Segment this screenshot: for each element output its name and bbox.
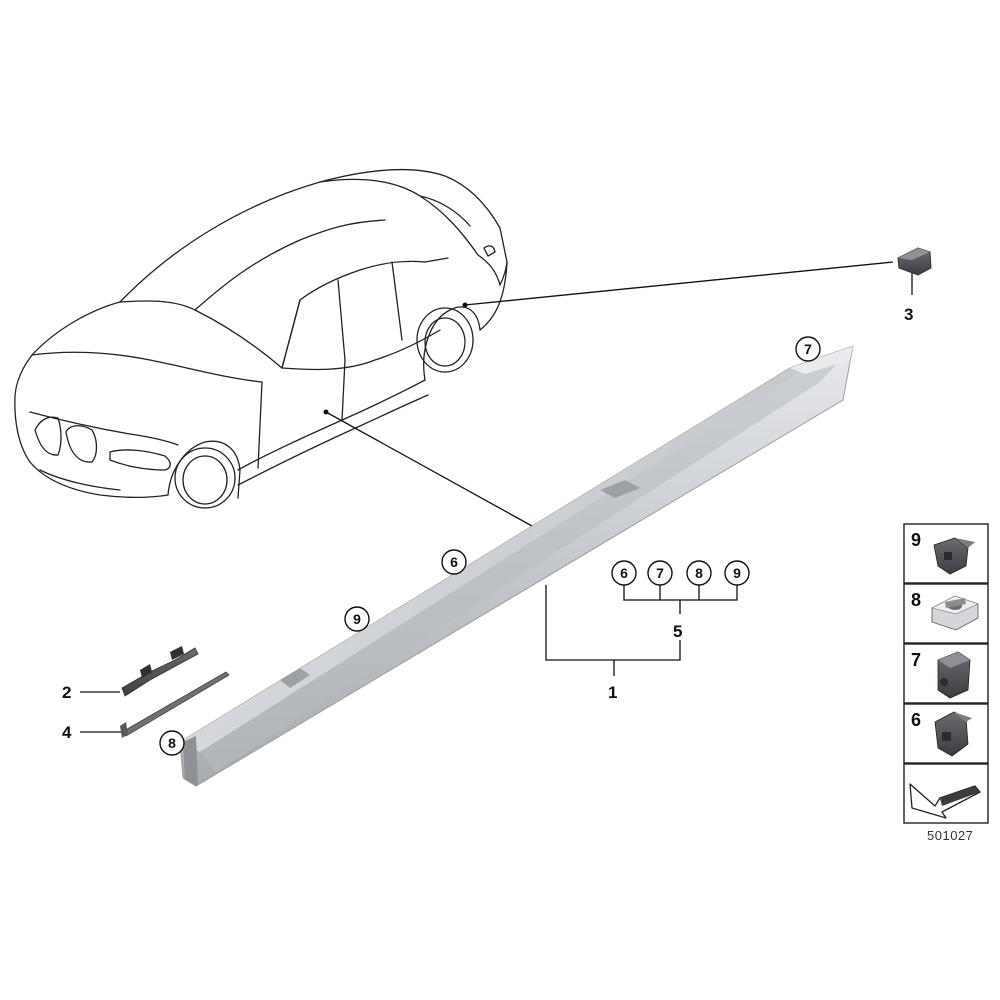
legend-item-8: 8 <box>903 583 989 644</box>
legend-panel: 9 8 7 <box>903 523 989 824</box>
leader-lines <box>80 261 913 733</box>
legend-item-6: 6 <box>903 703 989 764</box>
callout-numbers: 3 1 5 2 4 <box>62 305 913 742</box>
clip-6-icon <box>934 711 972 757</box>
side-sill-part <box>179 345 854 787</box>
callout-2: 2 <box>62 683 71 702</box>
callout-1: 1 <box>608 683 617 702</box>
circled-references: 7 6 9 8 6 7 8 9 <box>159 336 821 756</box>
svg-text:7: 7 <box>911 650 921 670</box>
ref-circle-8-end: 8 <box>159 730 185 756</box>
ref-circle-7-top: 7 <box>795 336 821 362</box>
svg-text:7: 7 <box>656 565 664 581</box>
ref-circle-group-9: 9 <box>724 560 750 586</box>
drawing-reference-number: 501027 <box>927 828 973 843</box>
part-4-strip <box>120 671 230 738</box>
svg-text:6: 6 <box>450 554 458 570</box>
svg-text:9: 9 <box>733 565 741 581</box>
arrow-plate-icon <box>909 783 981 819</box>
ref-circle-9-sill: 9 <box>344 606 370 632</box>
ref-circle-group-6: 6 <box>611 560 637 586</box>
svg-text:9: 9 <box>911 530 921 550</box>
ref-circle-6-sill: 6 <box>441 549 467 575</box>
svg-text:6: 6 <box>620 565 628 581</box>
legend-item-9: 9 <box>903 523 989 584</box>
svg-text:8: 8 <box>911 590 921 610</box>
part-3-cap <box>897 247 932 276</box>
car-outline <box>14 168 508 509</box>
nut-clip-8-icon <box>931 595 979 631</box>
svg-text:9: 9 <box>353 611 361 627</box>
svg-text:7: 7 <box>804 341 812 357</box>
callout-5: 5 <box>673 622 682 641</box>
svg-text:8: 8 <box>168 735 176 751</box>
legend-arrow-box <box>903 763 989 824</box>
callout-3: 3 <box>904 305 913 324</box>
clip-9-icon <box>933 537 975 575</box>
ref-circle-group-8: 8 <box>686 560 712 586</box>
callout-4: 4 <box>62 723 72 742</box>
clip-7-icon <box>937 651 971 699</box>
part-2-bracket <box>121 646 199 697</box>
ref-circle-group-7: 7 <box>647 560 673 586</box>
svg-text:6: 6 <box>911 710 921 730</box>
svg-text:8: 8 <box>695 565 703 581</box>
legend-item-7: 7 <box>903 643 989 704</box>
